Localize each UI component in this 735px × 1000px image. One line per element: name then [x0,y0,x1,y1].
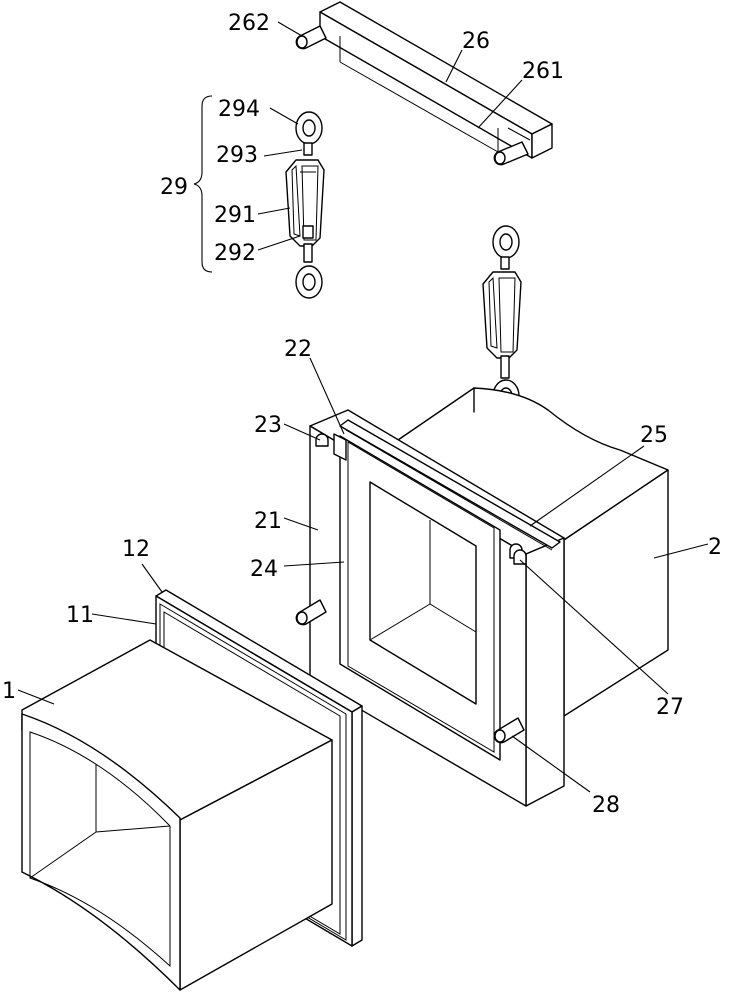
brace-29 [193,95,213,273]
label-1: 1 [2,679,16,704]
label-292: 292 [214,241,256,266]
label-24: 24 [250,557,278,582]
label-291: 291 [214,203,256,228]
label-293: 293 [216,143,258,168]
labels: 262 26 261 294 293 29 291 292 22 23 25 2… [2,11,722,818]
turnbuckle-29 [285,111,325,299]
label-29: 29 [160,175,188,200]
bar-26 [295,1,553,166]
turnbuckle-right [482,225,522,413]
label-262: 262 [228,11,270,36]
label-26: 26 [462,29,490,54]
label-294: 294 [218,97,260,122]
label-2: 2 [708,535,722,560]
box-2 [397,387,669,717]
label-27: 27 [656,695,684,720]
label-21: 21 [254,509,282,534]
label-261: 261 [522,59,564,84]
label-22: 22 [284,337,312,362]
box-1 [21,589,363,991]
leader-lines [17,21,709,793]
label-25: 25 [640,423,668,448]
flange-21 [295,409,565,807]
label-12: 12 [122,537,150,562]
label-11: 11 [66,603,94,628]
label-23: 23 [254,413,282,438]
label-28: 28 [592,793,620,818]
